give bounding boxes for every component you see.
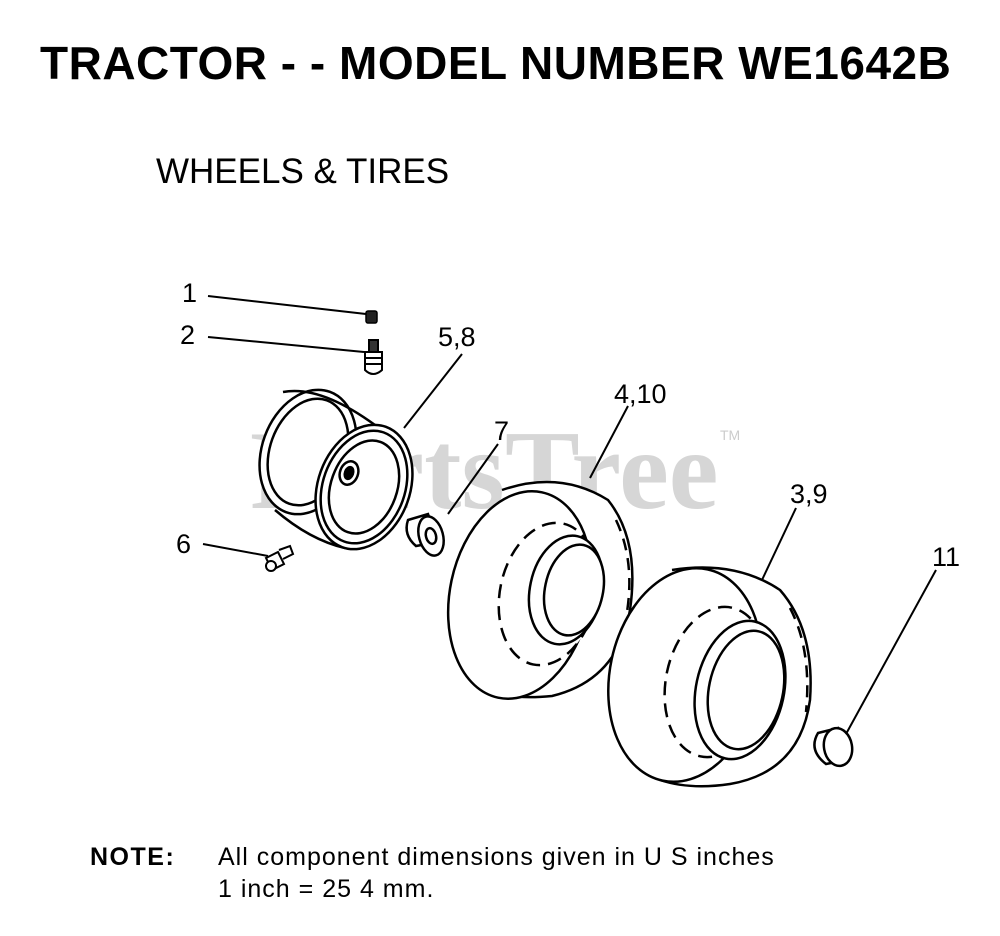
part-6-grease-fitting <box>264 544 295 572</box>
part-4-10-tire <box>446 480 634 700</box>
callout-3-9: 3,9 <box>790 479 828 509</box>
callout-2: 2 <box>180 320 195 350</box>
callout-5-8: 5,8 <box>438 322 476 352</box>
callout-11: 11 <box>932 542 960 572</box>
callout-1: 1 <box>182 278 197 308</box>
watermark-tm: TM <box>720 427 740 443</box>
part-1-valve-cap <box>365 310 378 324</box>
part-11-hub-cap <box>813 726 854 768</box>
note-label: NOTE: <box>90 843 176 871</box>
part-7-bushing <box>405 512 445 557</box>
callout-4-10: 4,10 <box>614 379 667 409</box>
callout-6: 6 <box>176 529 191 559</box>
note-line-2: 1 inch = 25 4 mm. <box>218 875 435 903</box>
leader-lines <box>202 295 937 735</box>
part-2-valve-stem <box>364 339 383 375</box>
section-title: WHEELS & TIRES <box>156 152 450 191</box>
page-title: TRACTOR - - MODEL NUMBER WE1642B <box>40 37 952 89</box>
note-line-1: All component dimensions given in U S in… <box>218 843 775 871</box>
part-5-8-wheel-rim <box>258 388 414 551</box>
callout-7: 7 <box>494 416 509 446</box>
part-3-9-tire <box>607 566 812 788</box>
